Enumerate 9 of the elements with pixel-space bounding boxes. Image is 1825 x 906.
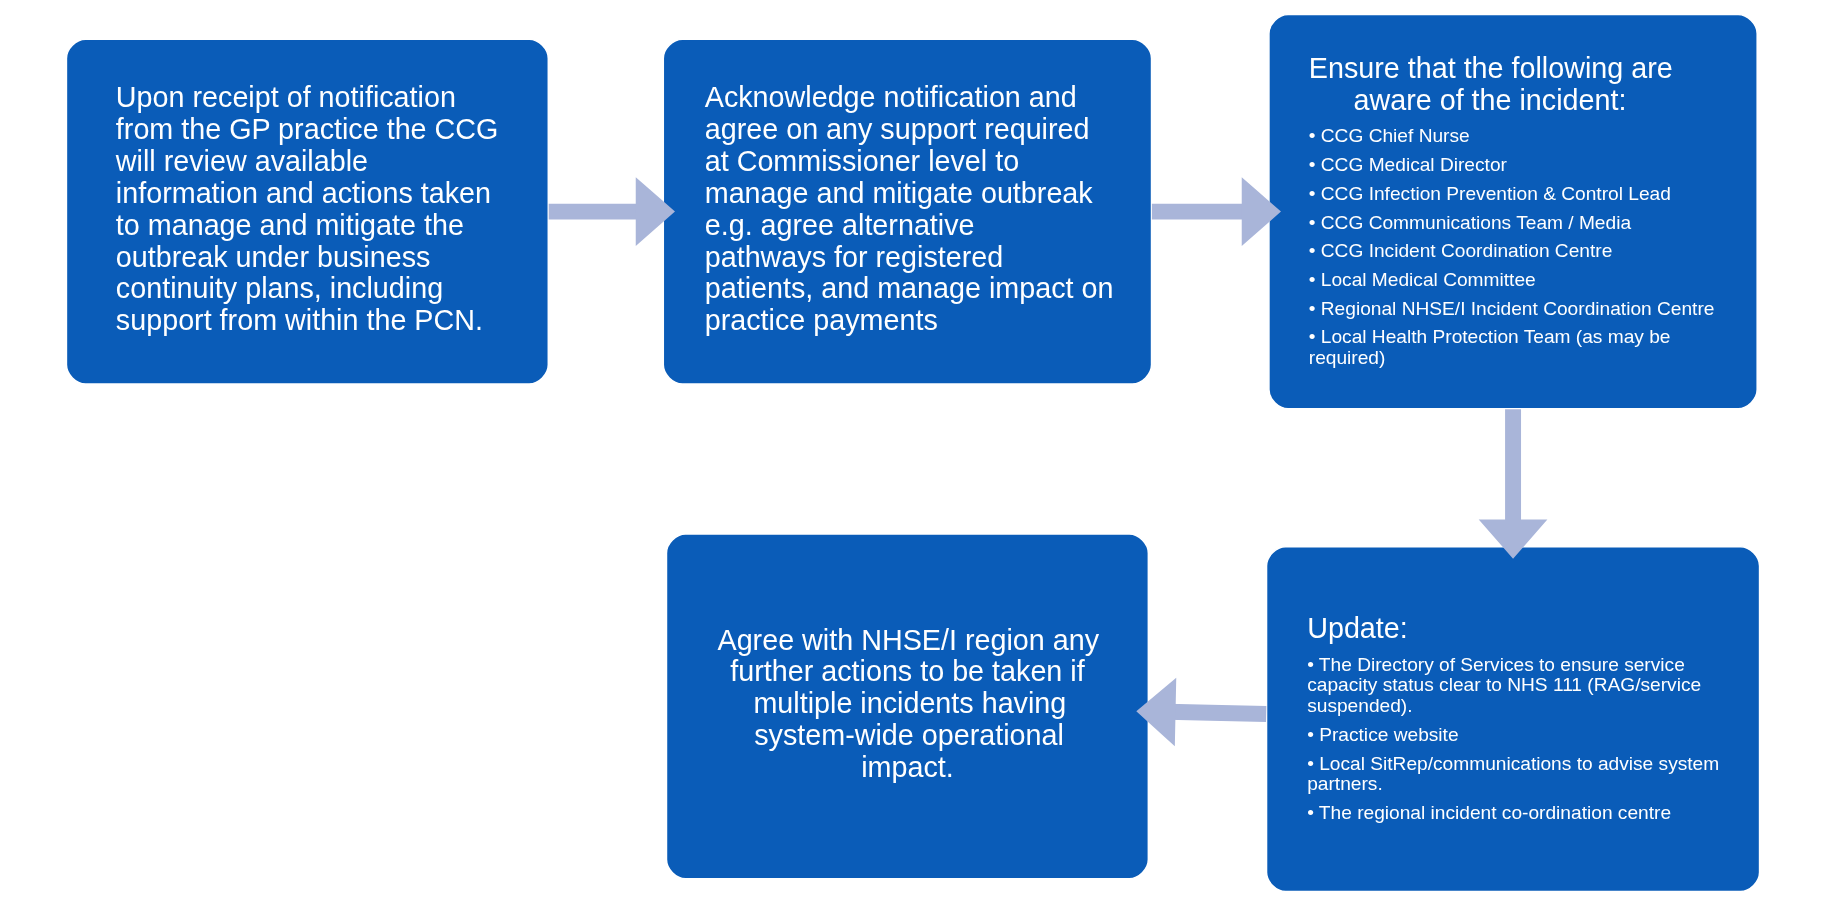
node-box: Agree with NHSE/I region any further actions to be taken if multiple incidents having system-wide operational impact. <box>665 533 1149 880</box>
node-box: Upon receipt of notification from the GP practice the CCG will review available information and actions taken to manage and mitigate the outbreak under business continuity plans, including support from within the PCN. <box>65 38 549 385</box>
node-box: Acknowledge notification and agree on any support required at Commissioner level to manage and mitigate outbreak e.g. agree alternative pathways for registered patients, and manage impact on practice payments <box>661 38 1152 385</box>
arrow <box>1135 677 1266 747</box>
arrow <box>1478 409 1547 559</box>
arrow <box>1151 177 1281 246</box>
arrow <box>548 177 675 246</box>
node-box: Ensure that the following are aware of the incident: • CCG Chief Nurse • CCG Medical Director • CCG Infection Prevention & Control Lead • CCG Communications Team / Media • CCG Incident Coordination Centre • Local Medical Committee • Regional NHSE/I Incident Coordination Centre • Local Health Protection Team (as may be required) <box>1267 13 1758 410</box>
node-box: Update: • The Directory of Services to ensure service capacity status clear to NHS 111 (RAG/service suspended). • Practice website • Local SitRep/communications to advise system partners. • The regional incident co-ordination centre <box>1265 545 1760 893</box>
